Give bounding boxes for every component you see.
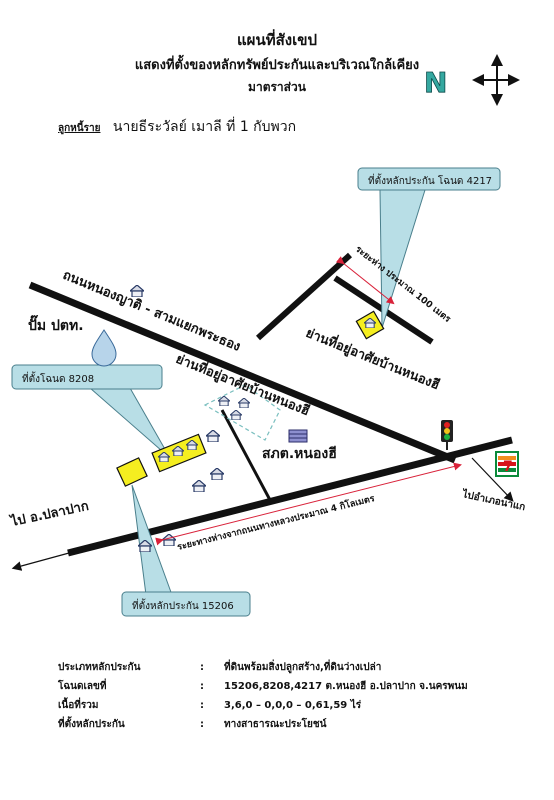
detail-row: โฉนดเลขที่:15206,8208,4217 ต.หนองฮี อ.ปล… bbox=[58, 681, 468, 692]
detail-key: โฉนดเลขที่ bbox=[58, 681, 107, 692]
debtor-label: ลูกหนี้ราย bbox=[58, 123, 101, 134]
road-4217-line bbox=[255, 252, 353, 341]
gas-station-label: ปั๊ม ปตท. bbox=[28, 314, 84, 334]
plot-4217 bbox=[355, 310, 385, 340]
to-plapak-arrow bbox=[11, 549, 81, 571]
debtor-line: ลูกหนี้ราย นายธีระวัลย์ เมาลี ที่ 1 กับพ… bbox=[58, 116, 296, 138]
to-plapak-label: ไป อ.ปลาปาก bbox=[7, 497, 90, 530]
detail-value: ที่ดินพร้อมสิ่งปลูกสร้าง,ที่ดินว่างเปล่า bbox=[224, 662, 382, 673]
callout-4217-label: ที่ตั้งหลักประกัน โฉนด 4217 bbox=[368, 173, 492, 187]
scale-note: มาตราส่วน bbox=[248, 80, 306, 94]
detail-key: เนื้อที่รวม bbox=[58, 700, 99, 711]
plot-15206 bbox=[116, 457, 148, 487]
distance-small-arrow bbox=[335, 256, 395, 305]
traffic-light-icon bbox=[441, 420, 453, 450]
detail-value: 3,6,0 – 0,0,0 – 0,61,59 ไร่ bbox=[224, 700, 362, 711]
detail-key: ที่ตั้งหลักประกัน bbox=[58, 719, 125, 730]
detail-value: ทางสาธารณะประโยชน์ bbox=[224, 719, 327, 730]
detail-row: ที่ตั้งหลักประกัน:ทางสาธารณะประโยชน์ bbox=[58, 719, 327, 730]
compass-arrows-icon bbox=[472, 54, 520, 106]
detail-row: ประเภทหลักประกัน:ที่ดินพร้อมสิ่งปลูกสร้า… bbox=[58, 662, 382, 673]
map-title: แผนที่สังเขป bbox=[237, 31, 317, 49]
to-district-label: ไปอำเภอนาแก bbox=[460, 487, 526, 513]
seven-eleven-icon: 7 bbox=[495, 451, 519, 477]
main-road-line bbox=[28, 281, 457, 464]
police-station-icon bbox=[288, 429, 308, 443]
distance-long-arrow bbox=[155, 462, 462, 546]
callout-8208: ที่ตั้งโฉนด 8208 bbox=[11, 364, 171, 459]
callout-8208-label: ที่ตั้งโฉนด 8208 bbox=[22, 371, 94, 385]
compass-letter: N bbox=[424, 66, 447, 99]
village-label-1: ย่านที่อยู่อาศัยบ้านหนองฮี bbox=[174, 349, 313, 419]
detail-value: 15206,8208,4217 ต.หนองฮี อ.ปลาปาก จ.นครพ… bbox=[224, 681, 468, 692]
police-station-label: สภต.หนองฮี bbox=[262, 446, 337, 462]
gas-drop-icon bbox=[91, 329, 117, 367]
callout-15206: ที่ตั้งหลักประกัน 15206 bbox=[121, 484, 251, 617]
debtor-name: นายธีระวัลย์ เมาลี ที่ 1 กับพวก bbox=[112, 119, 297, 135]
to-district-arrow bbox=[471, 457, 514, 502]
village-area bbox=[203, 384, 281, 441]
compass-rose: N bbox=[424, 54, 520, 106]
map-subtitle: แสดงที่ตั้งของหลักทรัพย์ประกันและบริเวณใ… bbox=[134, 58, 420, 73]
seven-eleven-label: 7 bbox=[503, 459, 513, 475]
detail-key: ประเภทหลักประกัน bbox=[58, 662, 141, 673]
detail-row: เนื้อที่รวม:3,6,0 – 0,0,0 – 0,61,59 ไร่ bbox=[58, 700, 362, 711]
callout-15206-label: ที่ตั้งหลักประกัน 15206 bbox=[132, 598, 234, 612]
location-map: ที่ตั้งหลักประกัน โฉนด 4217 ที่ตั้งโฉนด … bbox=[7, 167, 527, 617]
plot-8208 bbox=[151, 433, 207, 473]
